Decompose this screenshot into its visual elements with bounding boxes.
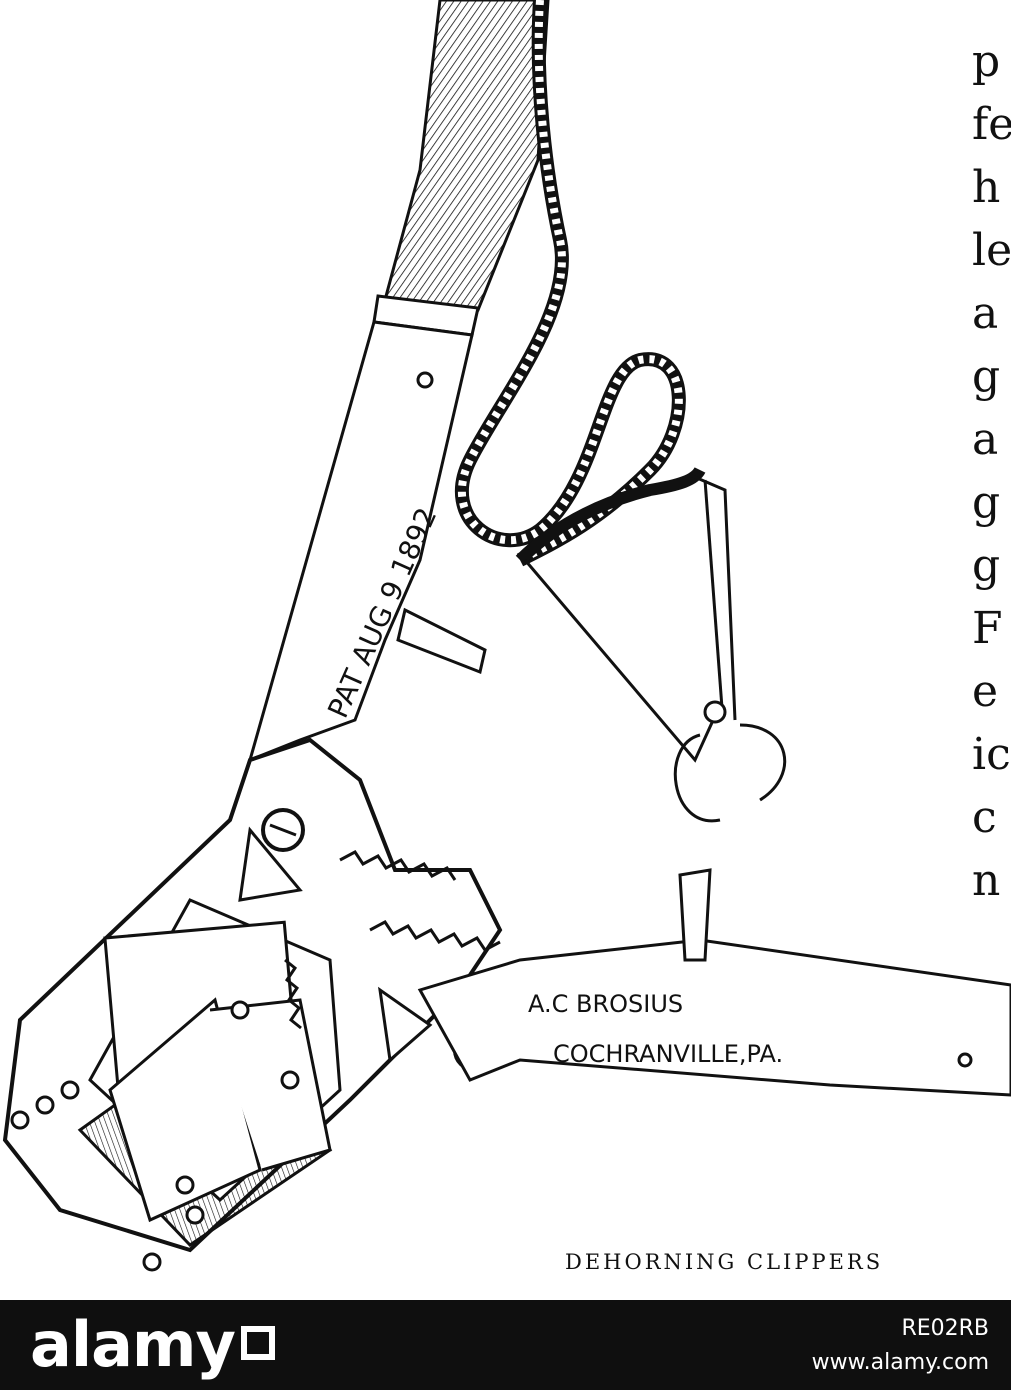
text-fragment: le [972, 225, 1011, 276]
text-fragment: g [972, 351, 1001, 402]
text-fragment: p [972, 36, 1001, 87]
text-fragment: fe [972, 99, 1011, 150]
text-fragment: g [972, 540, 1001, 591]
text-fragment: e [972, 666, 999, 717]
upper-handle-arm: PAT AUG 9 1892 [247, 320, 487, 763]
nose-tongs [523, 473, 787, 823]
logo-text: alamy [30, 1308, 236, 1381]
lower-handle-arm: A.C BROSIUS COCHRANVILLE,PA. [417, 868, 1011, 1097]
document-page: PAT AUG 9 1892 [2, 0, 1011, 1274]
text-fragment: ic [972, 729, 1011, 780]
alamy-logo: alamy [30, 1308, 275, 1381]
text-fragment: h [972, 162, 1001, 213]
rope [455, 0, 706, 567]
site-url: www.alamy.com [811, 1350, 989, 1375]
text-fragment: F [972, 603, 1003, 654]
text-fragment: a [972, 414, 999, 465]
text-fragment: a [972, 288, 999, 339]
text-fragment: n [972, 855, 1001, 906]
maker-location-text: COCHRANVILLE,PA. [553, 1040, 783, 1068]
wooden-handle [383, 0, 550, 312]
dehorning-clippers-illustration: PAT AUG 9 1892 [2, 0, 1011, 1272]
clipper-head [2, 737, 503, 1272]
image-id: RE02RB [901, 1316, 989, 1341]
figure-caption: DEHORNING CLIPPERS [565, 1250, 884, 1274]
watermark-footer: alamy RE02RB www.alamy.com [0, 1300, 1011, 1390]
logo-square-icon [240, 1325, 275, 1360]
text-fragment: g [972, 477, 1001, 528]
text-fragment: c [972, 792, 997, 843]
maker-name-text: A.C BROSIUS [528, 990, 683, 1018]
